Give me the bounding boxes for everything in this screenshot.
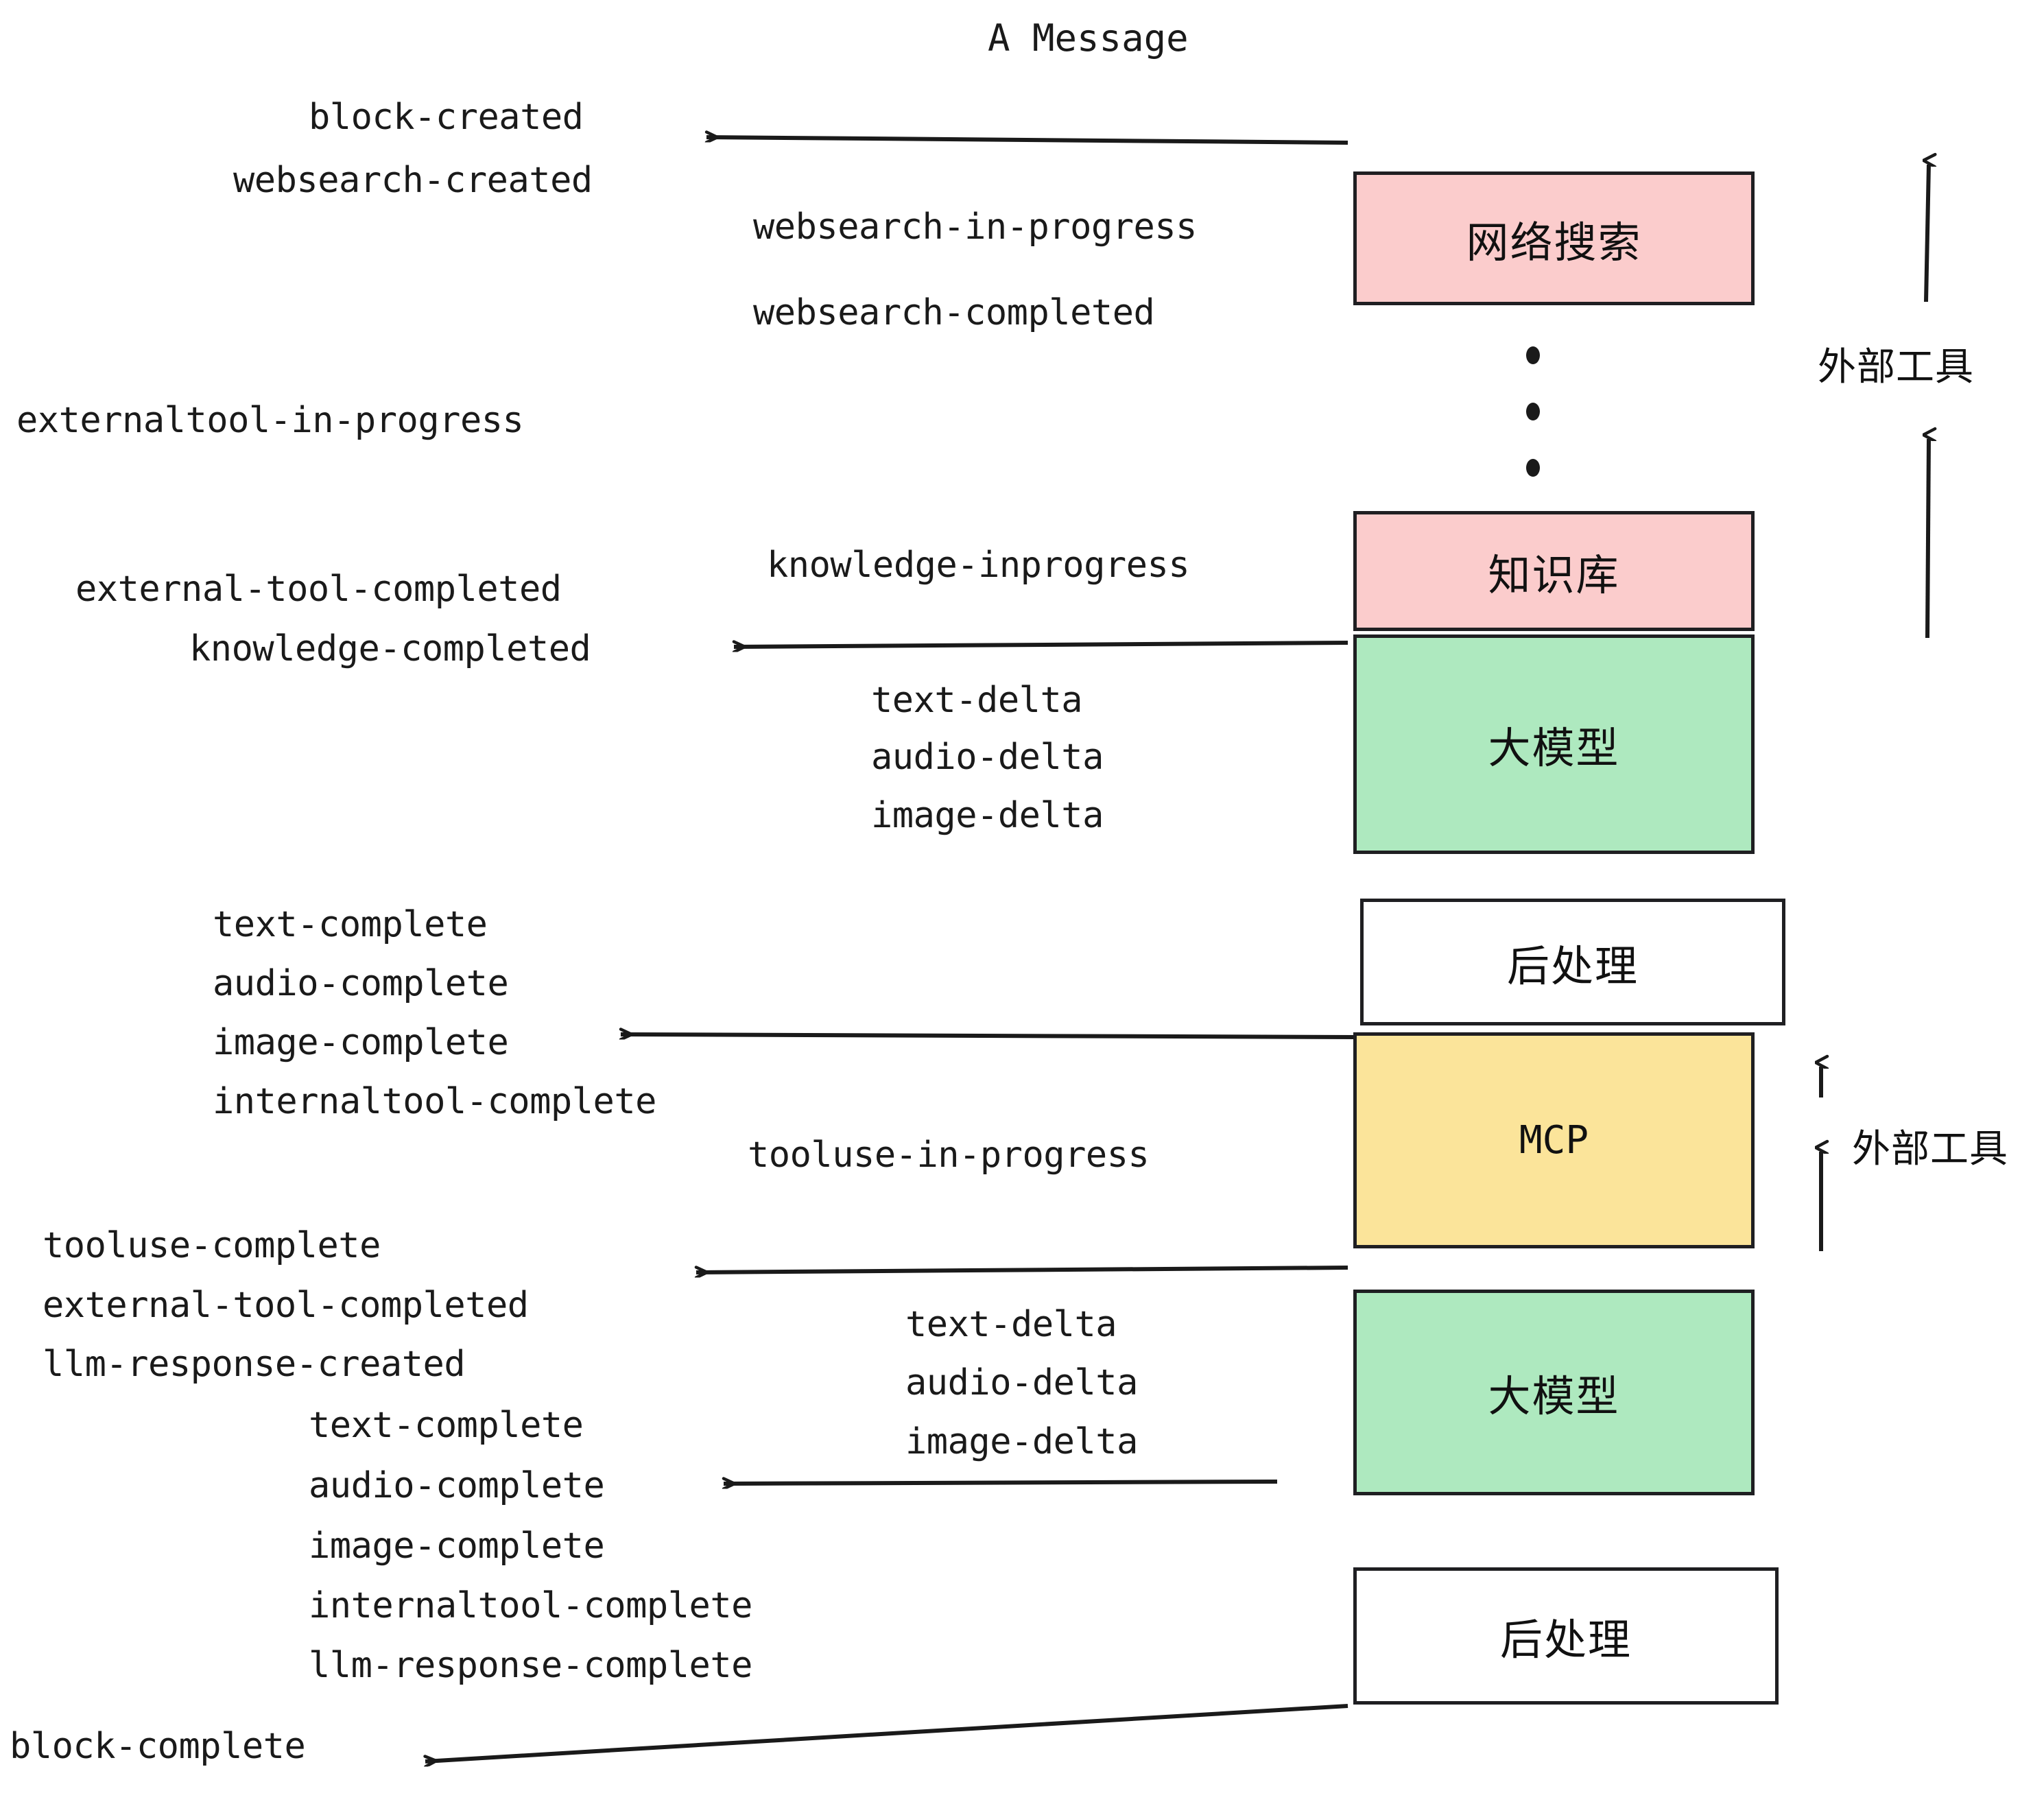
vertical-ellipsis-icon [1526, 346, 1540, 477]
arrow-postprocess1-to-image-complete [621, 1034, 1355, 1037]
event-label-knowledge-inprogress: knowledge-inprogress [767, 545, 1190, 586]
box-post-1: 后处理 [1360, 899, 1785, 1025]
event-label-internaltool-complete-2: internaltool-complete [309, 1585, 752, 1626]
event-label-externaltool-in-progress: externaltool-in-progress [16, 400, 524, 441]
event-label-text-delta-2: text-delta [905, 1304, 1117, 1345]
event-label-llm-response-complete: llm-response-complete [309, 1645, 752, 1686]
event-label-text-delta-1: text-delta [871, 680, 1083, 721]
event-label-internaltool-complete-1: internaltool-complete [213, 1081, 656, 1122]
event-label-image-complete-2: image-complete [309, 1526, 605, 1567]
box-knowledge: 知识库 [1353, 511, 1755, 631]
event-label-image-complete-1: image-complete [213, 1022, 509, 1063]
side-label-external-tools-top: 外部工具 [1818, 345, 1974, 390]
event-label-websearch-in-progress: websearch-in-progress [753, 206, 1197, 248]
event-label-audio-complete-1: audio-complete [213, 963, 509, 1004]
arrow-llm2-to-audio-complete [724, 1482, 1278, 1484]
side-label-external-tools-bottom: 外部工具 [1852, 1127, 2008, 1172]
event-label-llm-response-created: llm-response-created [43, 1344, 466, 1385]
event-label-websearch-created: websearch-created [233, 160, 593, 201]
event-label-image-delta-2: image-delta [905, 1421, 1138, 1462]
event-label-block-created: block-created [309, 97, 584, 138]
box-llm-1: 大模型 [1353, 634, 1755, 854]
event-label-text-complete-1: text-complete [213, 904, 488, 945]
ellipsis-dot [1526, 459, 1540, 477]
event-label-block-complete: block-complete [10, 1726, 306, 1767]
arrow-knowledge-to-completed [734, 643, 1348, 647]
event-label-websearch-completed: websearch-completed [753, 292, 1155, 333]
box-post-2: 后处理 [1353, 1567, 1779, 1705]
event-label-image-delta-1: image-delta [871, 795, 1104, 836]
box-websearch: 网络搜索 [1353, 171, 1755, 305]
event-label-audio-complete-2: audio-complete [309, 1465, 605, 1506]
event-label-tooluse-in-progress: tooluse-in-progress [748, 1135, 1150, 1176]
event-label-knowledge-completed: knowledge-completed [189, 628, 591, 669]
event-label-text-complete-2: text-complete [309, 1405, 584, 1446]
page-title: A Message [988, 16, 1189, 60]
external-tools-double-arrow-top [1926, 165, 1929, 639]
event-label-tooluse-complete: tooluse-complete [43, 1225, 381, 1266]
arrow-postprocess2-to-block-complete [425, 1704, 1348, 1761]
event-label-external-tool-completed-2: external-tool-completed [43, 1285, 529, 1326]
box-llm-2: 大模型 [1353, 1290, 1755, 1495]
event-label-external-tool-completed-1: external-tool-completed [75, 569, 562, 610]
ellipsis-dot [1526, 346, 1540, 364]
ellipsis-dot [1526, 403, 1540, 420]
arrow-websearch-to-block-created [706, 137, 1348, 145]
arrow-mcp-to-tooluse-complete [696, 1266, 1348, 1272]
event-label-audio-delta-2: audio-delta [905, 1362, 1138, 1403]
event-label-audio-delta-1: audio-delta [871, 737, 1104, 778]
box-mcp: MCP [1353, 1032, 1755, 1248]
